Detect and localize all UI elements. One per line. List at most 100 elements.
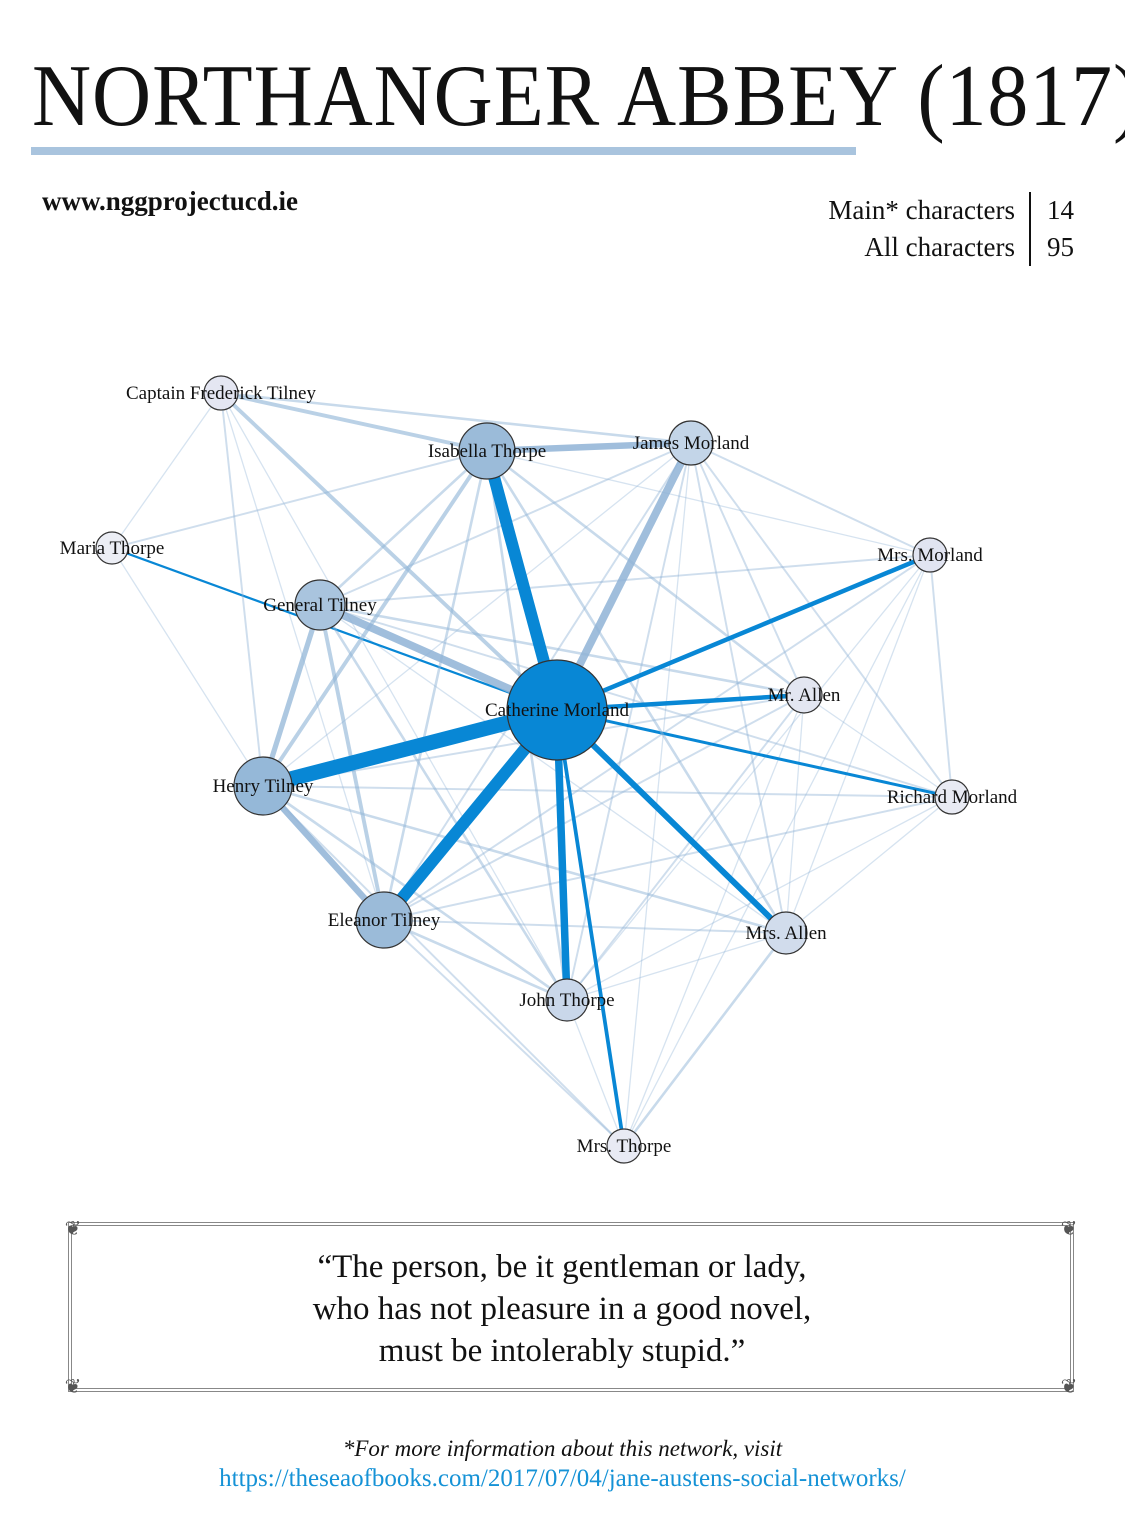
node-mrs-allen [764, 911, 808, 955]
edge-catherine-morland-richard-morland [556, 708, 953, 799]
character-stats: Main* characters 14 All characters 95 [827, 192, 1075, 266]
node-label-mrs-morland: Mrs. Morland [877, 545, 983, 566]
node-label-james-morland: James Morland [633, 433, 750, 454]
edge-catherine-morland-mrs-morland [556, 552, 931, 713]
edge-isabella-thorpe-mr-allen [486, 449, 805, 697]
edge-henry-tilney-john-thorpe [262, 784, 568, 1002]
node-james-morland [668, 420, 714, 466]
corner-ornament-icon: ❦ [1060, 1376, 1078, 1398]
stat-label-all: All characters [827, 229, 1031, 266]
edge-isabella-thorpe-eleanor-tilney [382, 450, 489, 921]
edge-mrs-morland-john-thorpe [566, 554, 931, 1001]
edge-mrs-allen-mrs-thorpe [622, 932, 788, 1147]
quote-line: must be intolerably stupid.” [378, 1333, 746, 1369]
edge-james-morland-mrs-allen [690, 442, 787, 934]
edge-richard-morland-john-thorpe [566, 796, 953, 1001]
edge-maria-thorpe-henry-tilney [111, 547, 264, 787]
edge-captain-frederick-tilney-henry-tilney [220, 392, 264, 787]
page-title: NORTHANGER ABBEY (1817) [32, 48, 1125, 145]
edge-captain-frederick-tilney-isabella-thorpe [220, 391, 488, 453]
edge-catherine-morland-mrs-allen [554, 707, 789, 936]
edge-isabella-thorpe-mrs-allen [485, 450, 788, 934]
node-john-thorpe [545, 978, 589, 1022]
edge-mrs-morland-richard-morland [929, 554, 953, 798]
title-underline [31, 147, 856, 155]
quote-frame [68, 1222, 1074, 1392]
node-label-catherine-morland: Catherine Morland [485, 700, 630, 721]
website-label: www.nggprojectucd.ie [42, 186, 298, 216]
node-maria-thorpe [95, 531, 129, 565]
corner-ornament-icon: ❦ [64, 1218, 82, 1240]
edge-eleanor-tilney-mrs-allen [383, 919, 787, 934]
node-label-eleanor-tilney: Eleanor Tilney [328, 910, 441, 931]
edge-eleanor-tilney-richard-morland [383, 796, 953, 921]
edge-mrs-morland-mrs-allen [785, 554, 931, 934]
edge-mrs-morland-isabella-thorpe [486, 450, 931, 556]
edge-isabella-thorpe-henry-tilney [261, 449, 489, 788]
edge-henry-tilney-eleanor-tilney [260, 783, 387, 923]
edge-captain-frederick-tilney-catherine-morland [219, 391, 559, 712]
node-label-henry-tilney: Henry Tilney [213, 776, 314, 797]
edge-eleanor-tilney-john-thorpe [383, 918, 568, 1002]
edge-general-tilney-richard-morland [319, 604, 953, 798]
node-henry-tilney [233, 756, 293, 816]
edge-catherine-morland-mrs-thorpe [555, 709, 626, 1147]
stat-value-all: 95 [1047, 232, 1074, 262]
node-isabella-thorpe [458, 422, 516, 480]
edge-eleanor-tilney-mrs-thorpe [383, 919, 625, 1147]
node-richard-morland [934, 779, 970, 815]
edge-captain-frederick-tilney-john-thorpe [220, 392, 568, 1001]
edge-james-morland-richard-morland [690, 442, 953, 798]
edge-mrs-allen-john-thorpe [566, 932, 787, 1001]
corner-ornament-icon: ❦ [1060, 1218, 1078, 1240]
edge-james-morland-mr-allen [690, 442, 805, 696]
node-label-mr-allen: Mr. Allen [768, 685, 841, 706]
edge-mr-allen-mrs-allen [785, 694, 805, 934]
node-label-mrs-thorpe: Mrs. Thorpe [577, 1136, 672, 1157]
edge-james-morland-mrs-morland [690, 442, 931, 556]
edge-captain-frederick-tilney-maria-thorpe [111, 392, 222, 549]
node-captain-frederick-tilney [203, 375, 239, 411]
node-label-mrs-allen: Mrs. Allen [745, 923, 827, 944]
node-label-captain-frederick-tilney: Captain Frederick Tilney [126, 383, 316, 404]
corner-ornament-icon: ❦ [64, 1376, 82, 1398]
edge-mr-allen-richard-morland [803, 694, 953, 798]
node-label-richard-morland: Richard Morland [887, 787, 1018, 808]
edge-richard-morland-mrs-allen [785, 796, 953, 934]
edge-isabella-thorpe-james-morland [486, 439, 692, 455]
node-label-john-thorpe: John Thorpe [519, 990, 614, 1011]
node-mr-allen [785, 676, 823, 714]
edge-general-tilney-john-thorpe [318, 604, 569, 1001]
edge-henry-tilney-mrs-allen [262, 784, 787, 935]
edge-general-tilney-isabella-thorpe [319, 450, 488, 606]
node-mrs-morland [912, 537, 948, 573]
edges-layer [111, 391, 953, 1147]
edge-henry-tilney-richard-morland [262, 785, 953, 798]
footnote: *For more information about this network… [342, 1436, 783, 1461]
node-catherine-morland [506, 659, 608, 761]
source-link[interactable]: https://theseaofbooks.com/2017/07/04/jan… [219, 1465, 906, 1492]
edge-maria-thorpe-isabella-thorpe [111, 450, 488, 549]
quote-text: “The person, be it gentleman or lady, wh… [68, 1246, 1056, 1372]
node-label-general-tilney: General Tilney [263, 595, 377, 616]
edge-mr-allen-john-thorpe [566, 694, 805, 1001]
edge-eleanor-tilney-mrs-morland [383, 554, 931, 921]
quote-line: “The person, be it gentleman or lady, [317, 1249, 807, 1285]
edge-john-thorpe-mrs-thorpe [566, 999, 625, 1147]
edge-mr-allen-mrs-thorpe [623, 694, 805, 1147]
edge-henry-tilney-general-tilney [260, 604, 323, 787]
node-mrs-thorpe [606, 1128, 642, 1164]
node-label-maria-thorpe: Maria Thorpe [60, 538, 165, 559]
edge-henry-tilney-james-morland [262, 442, 692, 787]
node-general-tilney [294, 579, 346, 631]
stat-value-main: 14 [1047, 195, 1074, 225]
edge-captain-frederick-tilney-james-morland [220, 391, 692, 445]
edge-general-tilney-mrs-allen [319, 604, 787, 934]
edge-henry-tilney-mrs-thorpe [262, 785, 625, 1147]
edge-eleanor-tilney-mr-allen [383, 694, 805, 921]
stat-label-main: Main* characters [827, 192, 1031, 229]
edge-general-tilney-mr-allen [319, 603, 805, 697]
edge-catherine-morland-maria-thorpe [111, 546, 558, 712]
